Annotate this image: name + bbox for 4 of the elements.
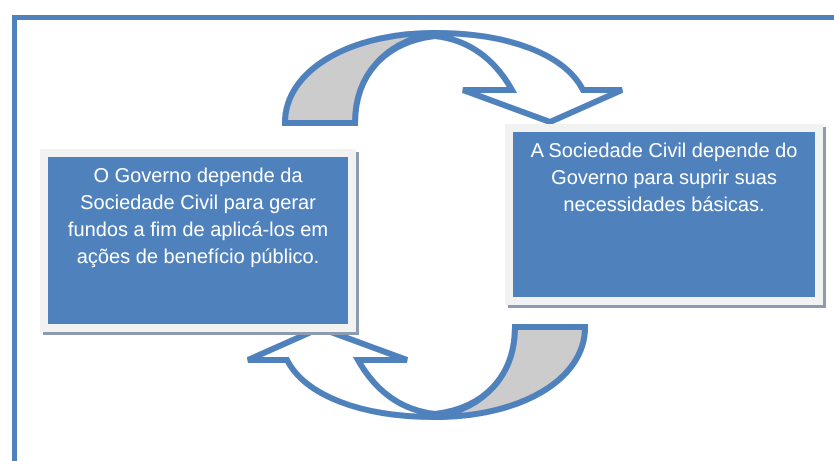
- box-text: A Sociedade Civil depende do Governo para suprir suas necessidades básicas.: [530, 139, 798, 218]
- process-box: [40, 149, 356, 332]
- box-text: O Governo depende da Sociedade Civil para gerar fundos a fim de aplicá-los em ações de benefício público.: [66, 164, 330, 270]
- process-box: [505, 124, 823, 305]
